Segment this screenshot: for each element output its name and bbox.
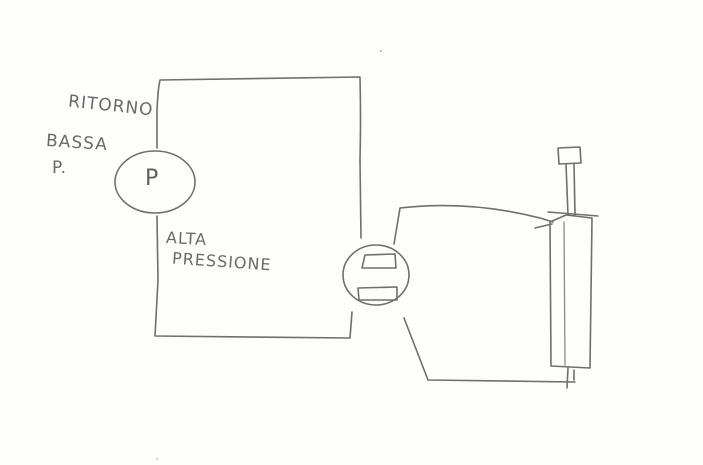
pressure-line (154, 215, 353, 339)
low-label: BASSA (45, 130, 109, 156)
hydraulic-cylinder-icon (534, 146, 599, 389)
pump-icon (114, 150, 196, 214)
return-line (156, 76, 362, 239)
cylinder-supply-line (393, 204, 554, 245)
pressure-abbrev-label: P. (52, 158, 68, 178)
high-label: ALTA (165, 227, 208, 250)
cylinder-return-line (403, 317, 576, 383)
pump-symbol-label: P (145, 166, 159, 191)
directional-valve-icon (342, 244, 410, 306)
